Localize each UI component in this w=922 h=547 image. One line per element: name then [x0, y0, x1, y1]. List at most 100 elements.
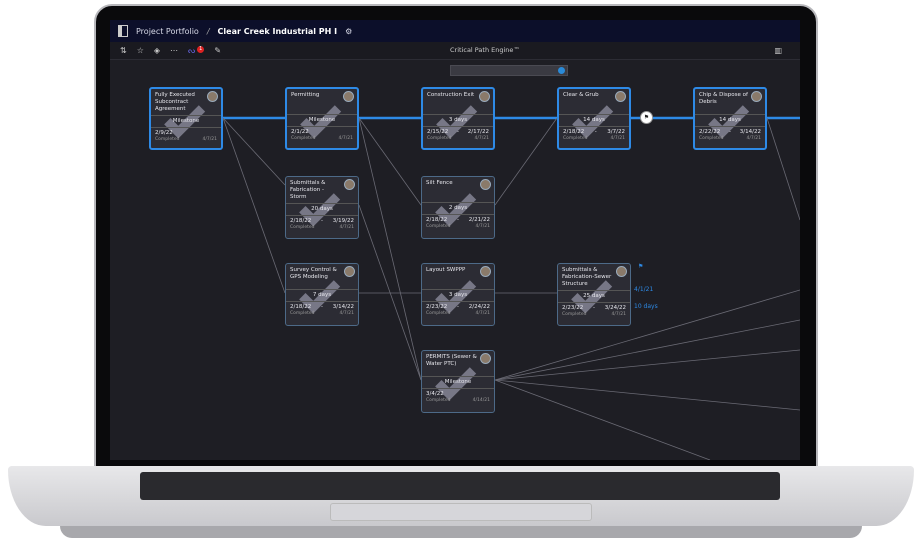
- task-title: Submittals & Fabrication-Sewer Structure: [562, 267, 612, 287]
- status: Completed: [426, 311, 451, 316]
- completed-date: 4/7/21: [475, 224, 490, 229]
- breadcrumb-root[interactable]: Project Portfolio: [136, 26, 199, 36]
- end-date: 3/19/22: [332, 218, 354, 224]
- search-button[interactable]: [558, 67, 565, 74]
- date-sep: -: [594, 129, 597, 135]
- pencil-icon[interactable]: ✎: [214, 46, 222, 55]
- task-node[interactable]: PERMITS (Sewer & Water PTC) Milestone 3/…: [421, 350, 495, 413]
- start-date: 2/22/22: [699, 129, 721, 135]
- dependency-links: [222, 116, 800, 460]
- start-date: 2/18/22: [426, 217, 448, 223]
- task-node[interactable]: Fully Executed Subcontract Agreement Mil…: [149, 87, 223, 150]
- completed-date: 4/7/21: [475, 311, 490, 316]
- task-node[interactable]: Survey Control & GPS Modeling 7 days 2/1…: [285, 263, 359, 326]
- completed-date: 4/7/21: [746, 136, 761, 141]
- star-icon[interactable]: ☆: [136, 46, 144, 55]
- screen: Project Portfolio / Clear Creek Industri…: [110, 20, 800, 460]
- task-title: Layout SWPPP: [426, 267, 466, 273]
- date-sep: -: [729, 129, 731, 135]
- end-date: 3/14/22: [332, 304, 354, 310]
- task-title: Survey Control & GPS Modeling: [290, 267, 337, 280]
- filter-icon[interactable]: ⇅: [120, 46, 127, 55]
- assignee-avatar[interactable]: [616, 266, 627, 277]
- date-sep: -: [457, 304, 459, 310]
- status: Completed: [155, 137, 180, 142]
- completed-date: 4/7/21: [338, 136, 353, 141]
- completed-date: 4/7/21: [339, 225, 354, 230]
- trackpad: [330, 503, 592, 521]
- assignee-avatar[interactable]: [480, 353, 491, 364]
- assignee-avatar[interactable]: [344, 266, 355, 277]
- status: Completed: [426, 224, 451, 229]
- start-date: 2/1/22: [291, 129, 309, 135]
- engine-title: Critical Path Engine™: [450, 46, 520, 54]
- task-node[interactable]: Construction Exit 3 days 2/15/22-2/17/22…: [421, 87, 495, 150]
- keyboard: [140, 472, 780, 500]
- date-sep: -: [321, 218, 323, 224]
- task-title: PERMITS (Sewer & Water PTC): [426, 354, 477, 367]
- task-node[interactable]: Layout SWPPP 3 days 2/23/22-2/24/22 Comp…: [421, 263, 495, 326]
- start-date: 2/18/22: [563, 129, 585, 135]
- task-title: Chip & Dispose of Debris: [699, 92, 748, 105]
- notification-badge: 1: [197, 46, 205, 53]
- assignee-avatar[interactable]: [479, 91, 490, 102]
- task-node[interactable]: Submittals & Fabrication-Sewer Structure…: [557, 263, 631, 326]
- task-duration: 7 days: [286, 289, 358, 302]
- assignee-avatar[interactable]: [343, 91, 354, 102]
- date-sep: -: [457, 217, 459, 223]
- date-sep: -: [321, 304, 323, 310]
- task-duration: 2 days: [422, 202, 494, 215]
- assignee-avatar[interactable]: [480, 266, 491, 277]
- task-title: Fully Executed Subcontract Agreement: [155, 92, 195, 112]
- task-node[interactable]: Submittals & Fabrication - Storm 20 days…: [285, 176, 359, 239]
- share-glyph: ᔓ: [188, 46, 196, 55]
- side-date: 4/1/21: [634, 286, 654, 293]
- end-date: 2/24/22: [468, 304, 490, 310]
- start-date: 2/18/22: [290, 304, 312, 310]
- search-input[interactable]: [450, 65, 568, 76]
- assignee-avatar[interactable]: [344, 179, 355, 190]
- completed-date: 4/7/21: [339, 311, 354, 316]
- task-node[interactable]: Silt Fence 2 days 2/18/22 - 2/21/22 Comple…: [421, 176, 495, 239]
- task-title: Permitting: [291, 92, 320, 98]
- task-title: Silt Fence: [426, 180, 453, 186]
- task-node[interactable]: Chip & Dispose of Debris 14 days 2/22/22…: [693, 87, 767, 150]
- task-duration: 25 days: [558, 290, 630, 303]
- start-date: 2/23/22: [426, 304, 448, 310]
- status: Completed: [699, 136, 724, 141]
- task-duration: 14 days: [695, 114, 765, 127]
- assignee-avatar[interactable]: [207, 91, 218, 102]
- status: Completed: [426, 398, 451, 403]
- end-date: 2/21/22: [468, 217, 490, 223]
- status: Completed: [291, 136, 316, 141]
- panel-toggle-icon[interactable]: ▥: [774, 46, 782, 55]
- project-title[interactable]: Clear Creek Industrial PH I: [217, 26, 338, 36]
- more-icon[interactable]: ⋯: [170, 46, 179, 55]
- task-title: Clear & Grub: [563, 92, 599, 98]
- milestone-marker[interactable]: ⚑: [640, 111, 653, 124]
- layers-icon[interactable]: ◈: [153, 46, 161, 55]
- completed-date: 4/7/21: [610, 136, 625, 141]
- start-date: 2/15/22: [427, 129, 449, 135]
- settings-icon[interactable]: ⚙: [345, 26, 353, 36]
- laptop-foot: [60, 526, 862, 538]
- start-date: 2/9/22: [155, 130, 173, 136]
- breadcrumb-separator: /: [206, 26, 210, 36]
- assignee-avatar[interactable]: [751, 91, 762, 102]
- task-duration: 20 days: [286, 203, 358, 216]
- flag-icon[interactable]: ⚑: [638, 263, 644, 270]
- task-node[interactable]: Clear & Grub 14 days 2/18/22-3/7/22 Comp…: [557, 87, 631, 150]
- task-duration: 3 days: [423, 114, 493, 127]
- date-sep: -: [593, 305, 595, 311]
- completed-date: 4/7/21: [611, 312, 626, 317]
- task-duration: 14 days: [559, 114, 629, 127]
- side-duration: 10 days: [634, 303, 658, 310]
- assignee-avatar[interactable]: [480, 179, 491, 190]
- assignee-avatar[interactable]: [615, 91, 626, 102]
- start-date: 2/18/22: [290, 218, 312, 224]
- task-duration: Milestone: [151, 115, 221, 128]
- top-nav: Project Portfolio / Clear Creek Industri…: [110, 20, 800, 42]
